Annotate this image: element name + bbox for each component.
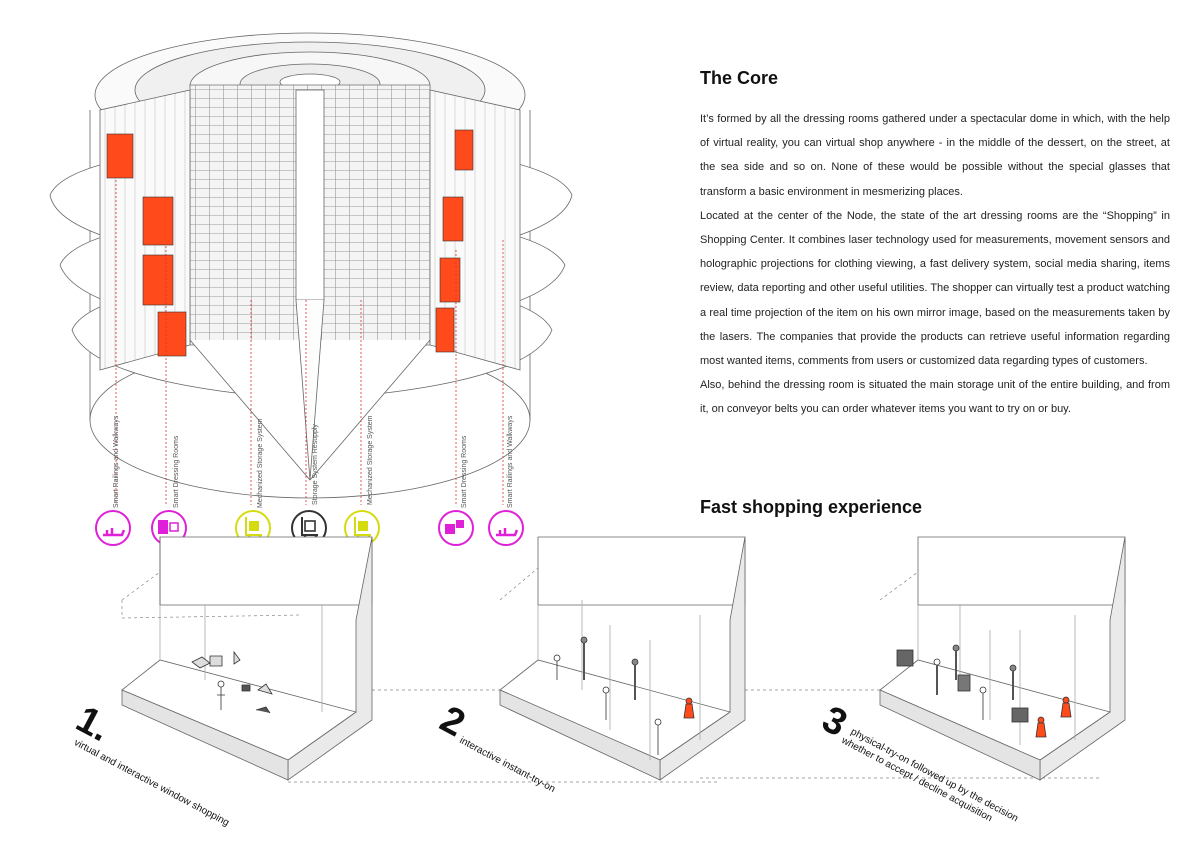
fast-shopping-title: Fast shopping experience — [700, 497, 923, 517]
dressing-rooms-left — [106, 133, 187, 357]
label-smart-dressing-rooms-left: Smart Dressing Rooms — [173, 435, 180, 508]
label-smart-railings-left: Smart Railings and Walkways — [113, 415, 120, 508]
module-connectors — [121, 567, 1100, 783]
module-3 — [879, 536, 1126, 781]
dressing-room-icon — [438, 510, 474, 546]
module-1 — [121, 536, 373, 781]
label-smart-railings-right: Smart Railings and Walkways — [507, 415, 514, 508]
walkway-icon — [488, 510, 524, 546]
module-2 — [499, 536, 746, 781]
leader-lines — [115, 180, 504, 505]
core-title: The Core — [700, 68, 779, 88]
label-mechanized-storage-left: Mechanized Storage System — [257, 418, 264, 509]
label-mechanized-storage-right: Mechanized Storage System — [367, 415, 374, 506]
label-storage-resupply: Storage System Resupply — [312, 424, 319, 505]
walkway-icon — [95, 510, 131, 546]
dressing-rooms-right — [435, 129, 474, 353]
label-smart-dressing-rooms-right: Smart Dressing Rooms — [461, 435, 468, 508]
core-paragraph-2: Located at the center of the Node, the s… — [700, 209, 1170, 368]
core-paragraph-1: It’s formed by all the dressing rooms ga… — [700, 113, 1170, 198]
core-cylinder — [49, 32, 573, 499]
core-paragraph-3: Also, behind the dressing room is situat… — [700, 379, 1170, 416]
core-description: It’s formed by all the dressing rooms ga… — [700, 107, 1170, 422]
